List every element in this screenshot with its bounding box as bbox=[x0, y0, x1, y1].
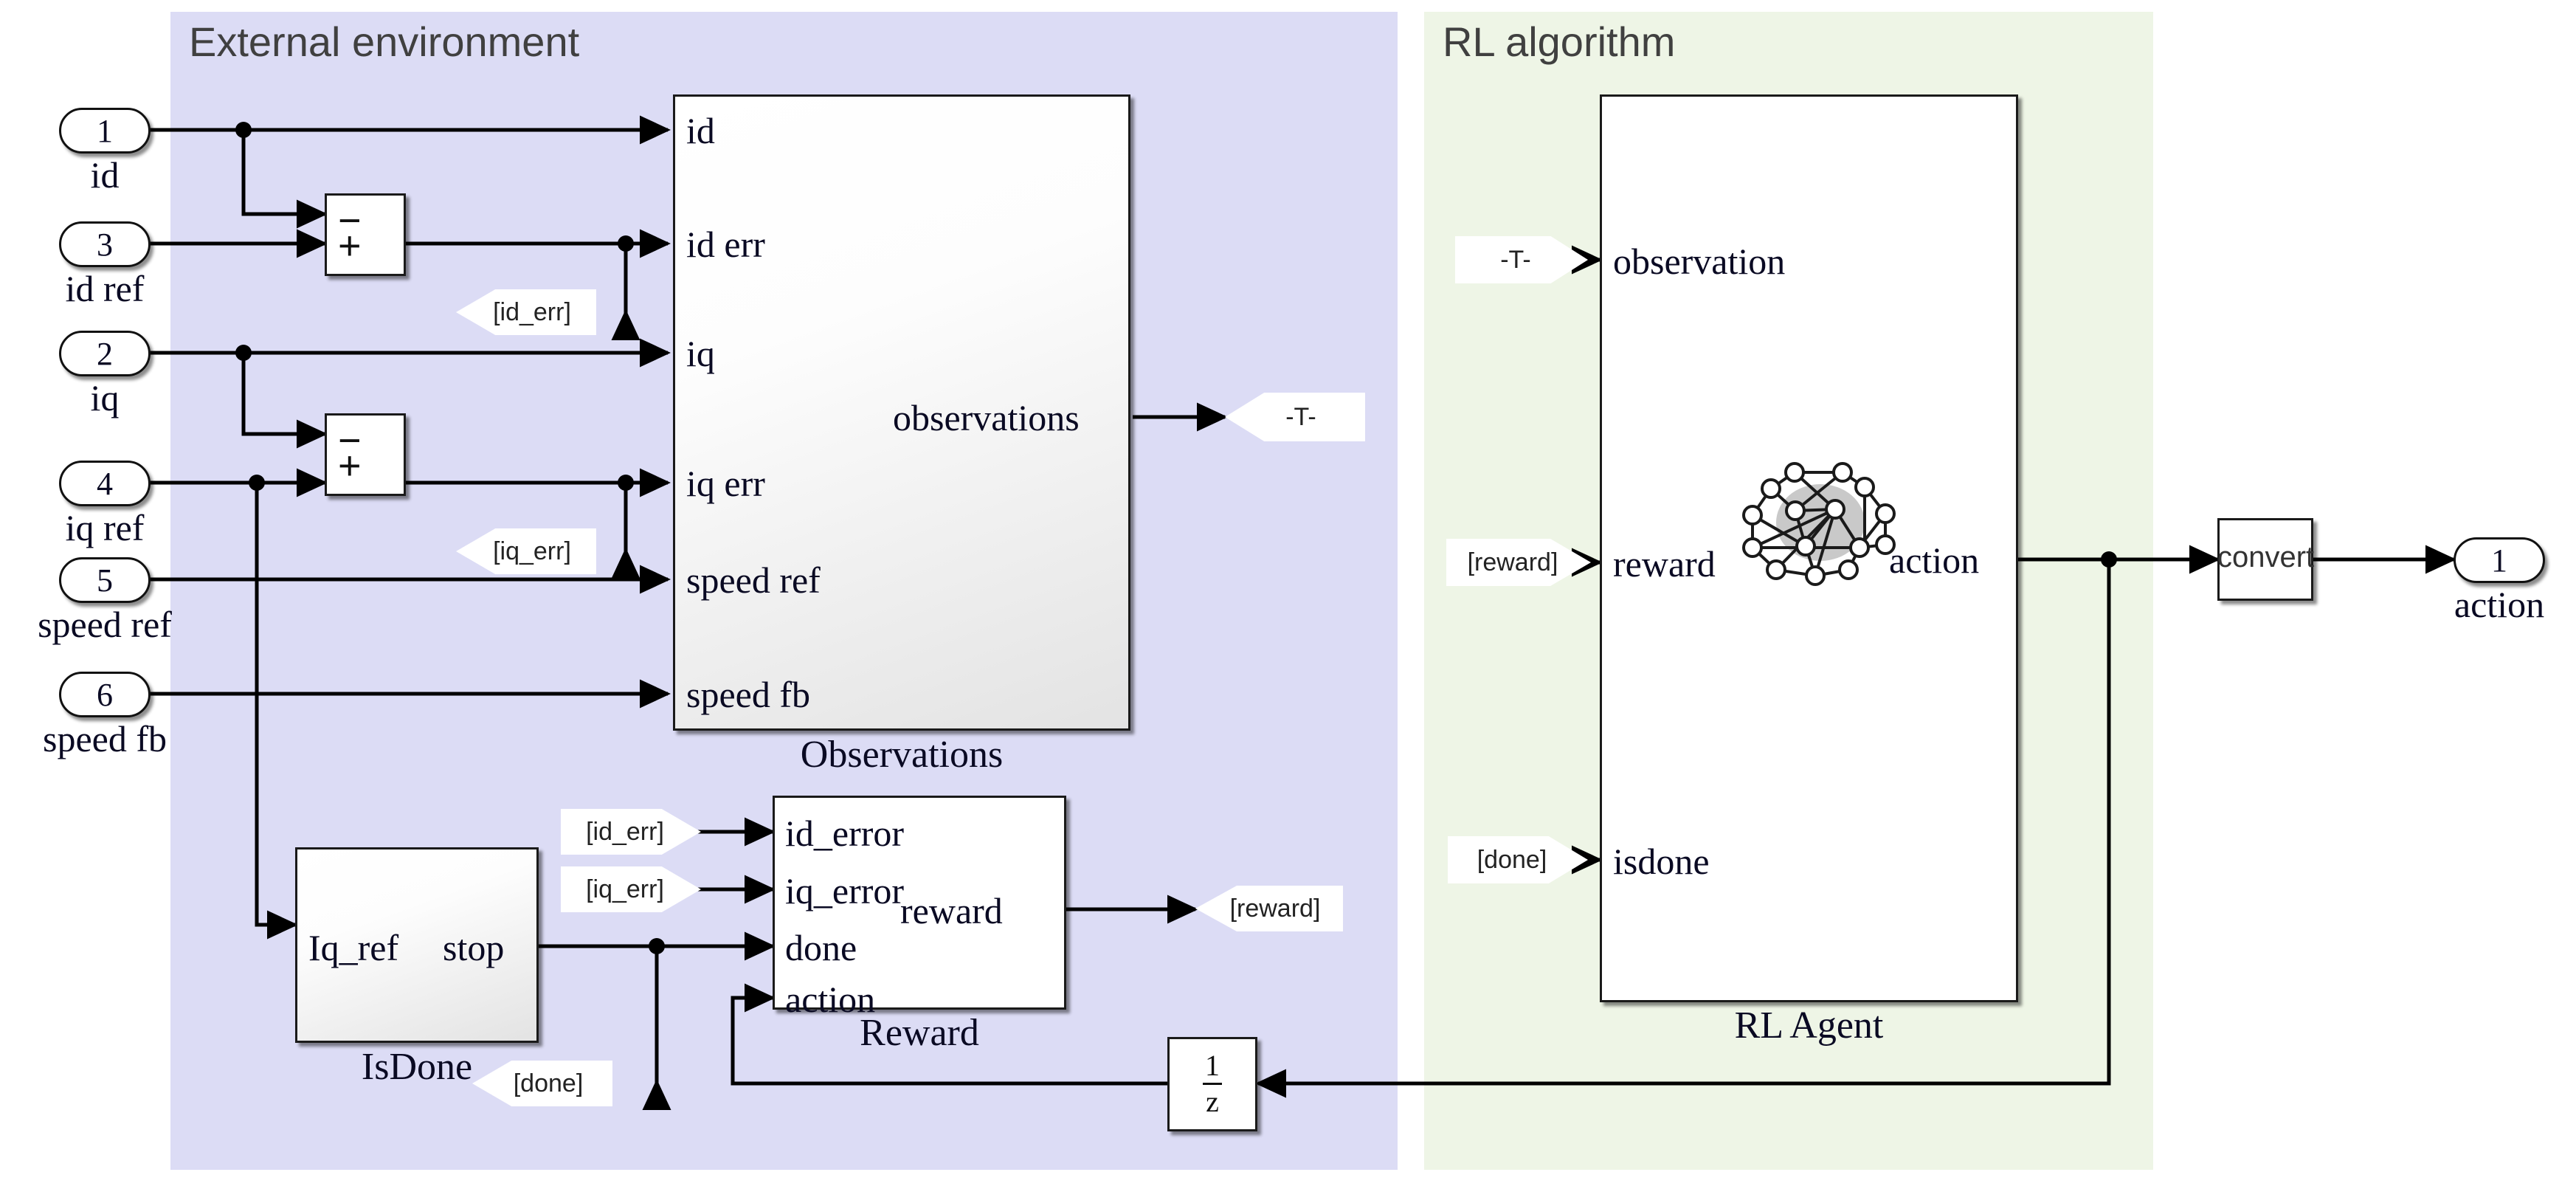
observations-input-iq-err: iq err bbox=[686, 463, 765, 504]
inport-3-label: id ref bbox=[65, 268, 145, 309]
outport-1-action[interactable]: 1 bbox=[2454, 537, 2545, 583]
sum-id-minus-sign: − bbox=[338, 199, 362, 243]
goto-tag-label: -T- bbox=[1285, 402, 1316, 431]
outport-number: 1 bbox=[2491, 542, 2507, 579]
goto-tag-label: [done] bbox=[513, 1069, 584, 1097]
observations-input-id: id bbox=[686, 110, 715, 151]
observations-input-iq: iq bbox=[686, 333, 715, 374]
inport-4-label: iq ref bbox=[65, 507, 145, 548]
inport-4-iq-ref[interactable]: 4 bbox=[59, 461, 151, 506]
inport-2-iq[interactable]: 2 bbox=[59, 331, 151, 376]
sum-iq-plus-sign: + bbox=[338, 444, 362, 488]
reward-input-iq-error: iq_error bbox=[785, 870, 905, 911]
inport-1-id[interactable]: 1 bbox=[59, 108, 151, 154]
observations-input-speed-ref: speed ref bbox=[686, 559, 821, 601]
unit-delay-block[interactable] bbox=[1167, 1037, 1257, 1131]
inport-number: 4 bbox=[97, 465, 113, 502]
convert-block-label: convert bbox=[2217, 541, 2315, 573]
observations-block[interactable] bbox=[673, 94, 1130, 731]
unit-delay-fraction: 1 z bbox=[1167, 1051, 1257, 1117]
observations-output-observations: observations bbox=[893, 397, 1080, 438]
sum-block-id-error[interactable] bbox=[325, 193, 406, 276]
outport-1-label: action bbox=[2454, 584, 2545, 625]
reward-input-done: done bbox=[785, 927, 857, 968]
inport-number: 5 bbox=[97, 562, 113, 599]
reward-input-action: action bbox=[785, 979, 876, 1020]
inport-6-speed-fb[interactable]: 6 bbox=[59, 672, 151, 717]
from-tag-label: -T- bbox=[1500, 245, 1531, 274]
isdone-output-stop: stop bbox=[443, 927, 505, 968]
rl-agent-input-reward: reward bbox=[1613, 543, 1716, 585]
isdone-input-iq-ref: Iq_ref bbox=[308, 927, 399, 968]
from-tag-label: [id_err] bbox=[586, 817, 664, 846]
reward-output-reward: reward bbox=[900, 890, 1003, 931]
from-tag-label: [reward] bbox=[1467, 548, 1558, 576]
fraction-bar bbox=[1203, 1083, 1222, 1085]
observations-input-speed-fb: speed fb bbox=[686, 674, 810, 715]
rl-agent-block-name: RL Agent bbox=[1734, 1004, 1884, 1047]
inport-number: 1 bbox=[97, 112, 113, 149]
reward-block[interactable] bbox=[773, 796, 1066, 1010]
observations-input-id-err: id err bbox=[686, 224, 765, 265]
external-environment-title: External environment bbox=[189, 18, 580, 65]
from-tag-label: [done] bbox=[1477, 845, 1547, 874]
unit-delay-denominator: z bbox=[1206, 1085, 1219, 1118]
sum-id-plus-sign: + bbox=[338, 224, 362, 268]
rl-algorithm-title: RL algorithm bbox=[1443, 18, 1676, 65]
from-tag-label: [iq_err] bbox=[586, 875, 664, 903]
rl-agent-output-action: action bbox=[1889, 540, 1980, 581]
isdone-block-name: IsDone bbox=[361, 1046, 473, 1088]
unit-delay-numerator: 1 bbox=[1205, 1049, 1220, 1082]
isdone-block[interactable] bbox=[295, 847, 539, 1043]
goto-tag-label: [reward] bbox=[1229, 894, 1321, 923]
rl-agent-input-observation: observation bbox=[1613, 241, 1786, 282]
inport-6-label: speed fb bbox=[43, 718, 167, 759]
sum-iq-minus-sign: − bbox=[338, 418, 362, 463]
goto-tag-label: [id_err] bbox=[493, 297, 571, 326]
inport-2-label: iq bbox=[90, 377, 120, 418]
inport-5-speed-ref[interactable]: 5 bbox=[59, 557, 151, 603]
reward-block-name: Reward bbox=[860, 1012, 979, 1054]
inport-3-id-ref[interactable]: 3 bbox=[59, 221, 151, 267]
convert-block[interactable] bbox=[2217, 518, 2313, 601]
rl-agent-input-isdone: isdone bbox=[1613, 841, 1710, 882]
neural-network-icon bbox=[1738, 458, 1904, 587]
observations-block-name: Observations bbox=[800, 734, 1004, 776]
sum-block-iq-error[interactable] bbox=[325, 413, 406, 496]
inport-number: 2 bbox=[97, 335, 113, 372]
inport-1-label: id bbox=[90, 154, 120, 196]
goto-tag-label: [iq_err] bbox=[493, 537, 571, 565]
inport-number: 3 bbox=[97, 226, 113, 263]
inport-5-label: speed ref bbox=[38, 604, 172, 645]
reward-input-id-error: id_error bbox=[785, 813, 905, 854]
inport-number: 6 bbox=[97, 676, 113, 713]
